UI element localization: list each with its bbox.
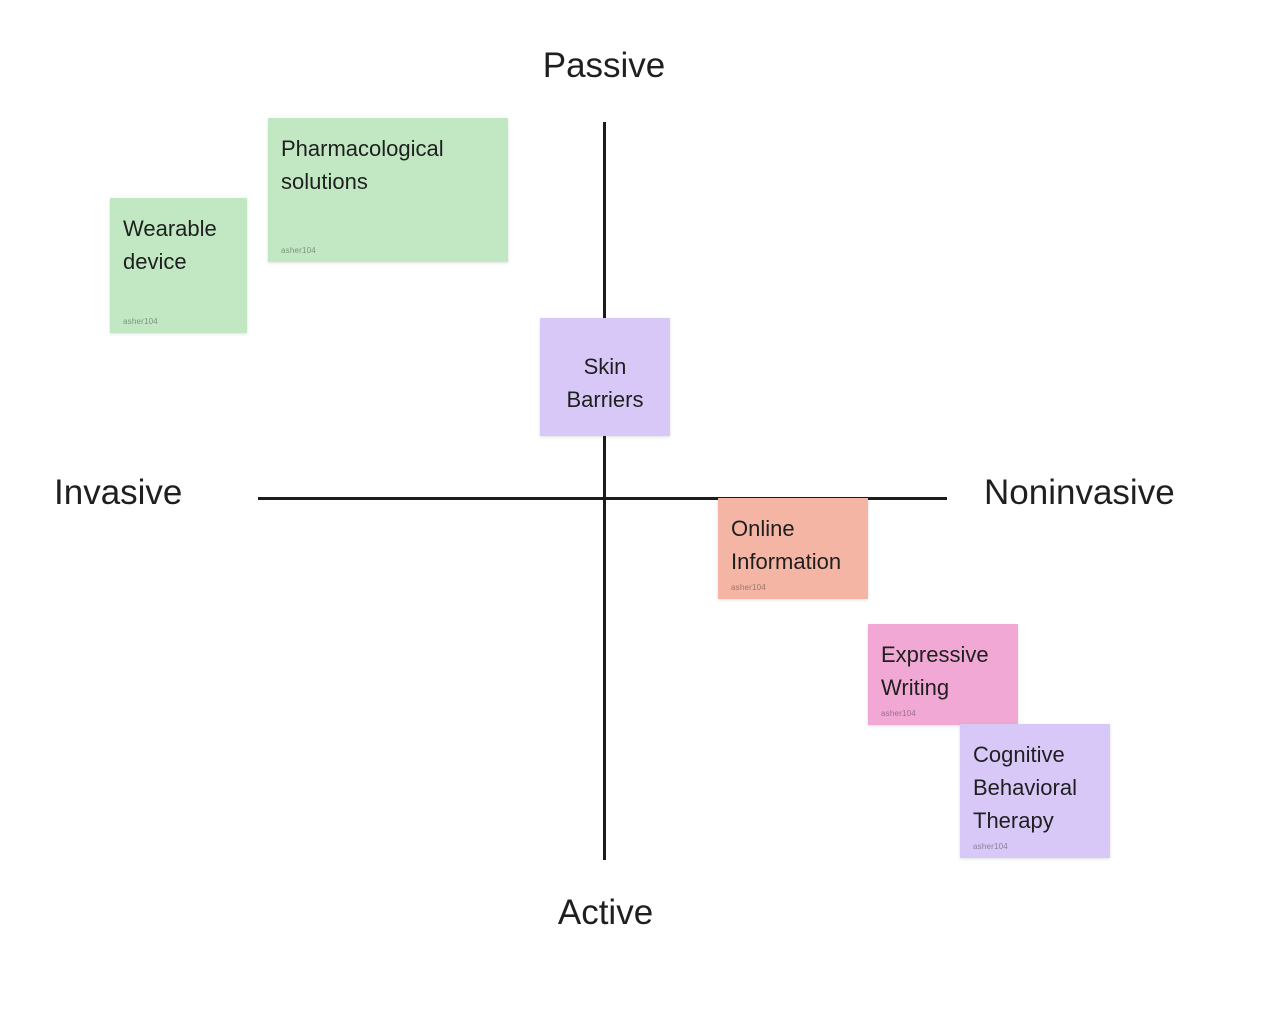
vertical-axis-line <box>603 122 606 860</box>
sticky-note-wearable-device[interactable]: Wearable device asher104 <box>110 198 247 333</box>
sticky-note-pharmacological-solutions[interactable]: Pharmacological solutions asher104 <box>268 118 508 262</box>
sticky-note-text: Pharmacological solutions <box>281 136 444 194</box>
sticky-note-text: Online Information <box>731 516 842 574</box>
sticky-note-text: Cognitive Behavioral Therapy <box>973 742 1077 833</box>
sticky-note-cognitive-behavioral-therapy[interactable]: Cognitive Behavioral Therapy asher104 <box>960 724 1110 858</box>
horizontal-axis-line <box>258 497 947 500</box>
axis-label-noninvasive: Noninvasive <box>984 473 1175 512</box>
sticky-note-author: asher104 <box>123 317 158 326</box>
sticky-note-author: asher104 <box>731 583 766 592</box>
axis-label-passive: Passive <box>542 46 666 85</box>
axis-label-invasive: Invasive <box>54 473 183 512</box>
sticky-note-expressive-writing[interactable]: Expressive Writing asher104 <box>868 624 1018 725</box>
sticky-note-skin-barriers[interactable]: Skin Barriers <box>540 318 670 436</box>
sticky-note-text: Wearable device <box>123 216 217 274</box>
sticky-note-author: asher104 <box>281 246 316 255</box>
axis-label-active: Active <box>557 893 654 932</box>
sticky-note-text: Expressive Writing <box>881 642 989 700</box>
sticky-note-text: Skin Barriers <box>566 354 644 412</box>
sticky-note-online-information[interactable]: Online Information asher104 <box>718 498 868 599</box>
sticky-note-author: asher104 <box>881 709 916 718</box>
sticky-note-author: asher104 <box>973 842 1008 851</box>
